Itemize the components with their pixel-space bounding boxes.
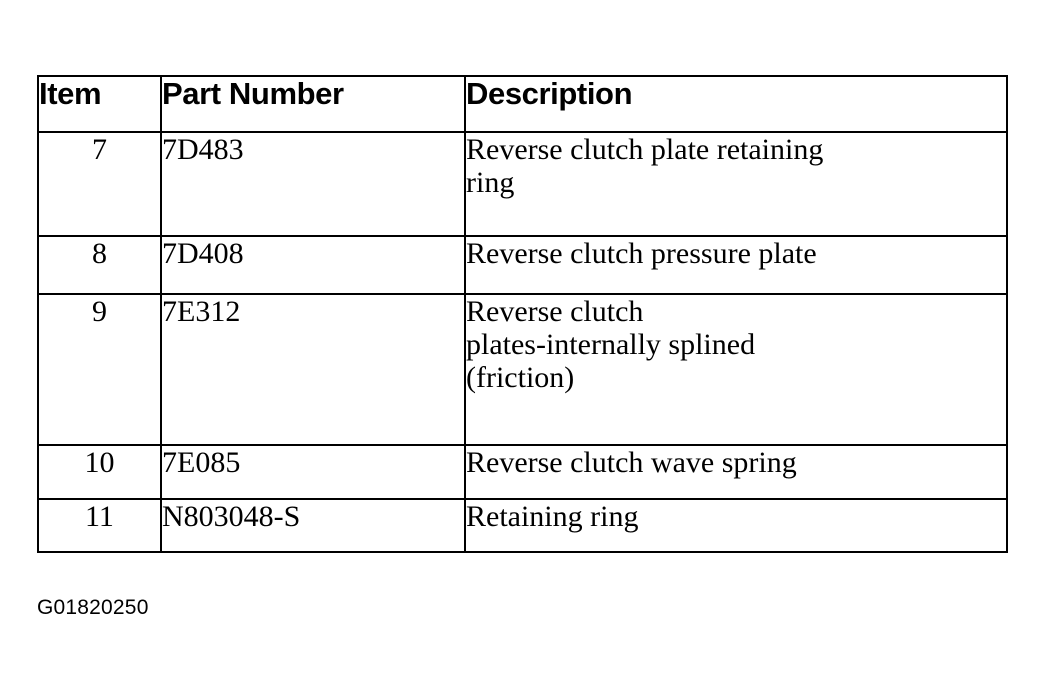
cell-description: Reverse clutch pressure plate — [464, 235, 1008, 295]
cell-item: 8 — [37, 235, 162, 295]
table-row: 8 7D408 Reverse clutch pressure plate — [37, 235, 1008, 295]
column-header-description: Description — [464, 75, 1008, 133]
table-row: 9 7E312 Reverse clutch plates-internally… — [37, 293, 1008, 446]
description-line: Reverse clutch plate retaining — [466, 133, 824, 166]
description-line: Reverse clutch pressure plate — [466, 237, 817, 270]
figure-caption: G01820250 — [37, 596, 149, 619]
cell-part-number: 7D408 — [160, 235, 466, 295]
parts-table: Item Part Number Description 7 7D483 Rev… — [37, 75, 1008, 553]
table-header: Item Part Number Description — [37, 75, 1008, 133]
description-line: Retaining ring — [466, 500, 639, 533]
cell-item: 7 — [37, 131, 162, 237]
description-line: Reverse clutch wave spring — [466, 446, 797, 479]
cell-description: Reverse clutch plate retaining ring — [464, 131, 1008, 237]
table-header-row: Item Part Number Description — [37, 75, 1008, 133]
description-line: ring — [466, 166, 515, 199]
cell-part-number: N803048-S — [160, 498, 466, 553]
cell-description: Retaining ring — [464, 498, 1008, 553]
cell-part-number: 7E085 — [160, 444, 466, 500]
column-header-part-number: Part Number — [160, 75, 466, 133]
table-row: 10 7E085 Reverse clutch wave spring — [37, 444, 1008, 500]
table-row: 11 N803048-S Retaining ring — [37, 498, 1008, 553]
cell-item: 11 — [37, 498, 162, 553]
cell-description: Reverse clutch wave spring — [464, 444, 1008, 500]
table-body: 7 7D483 Reverse clutch plate retaining r… — [37, 131, 1008, 553]
description-line: (friction) — [466, 361, 575, 394]
cell-part-number: 7D483 — [160, 131, 466, 237]
cell-part-number: 7E312 — [160, 293, 466, 446]
cell-description: Reverse clutch plates-internally splined… — [464, 293, 1008, 446]
cell-item: 9 — [37, 293, 162, 446]
cell-item: 10 — [37, 444, 162, 500]
column-header-item: Item — [37, 75, 162, 133]
description-line: plates-internally splined — [466, 328, 756, 361]
table-row: 7 7D483 Reverse clutch plate retaining r… — [37, 131, 1008, 237]
description-line: Reverse clutch — [466, 295, 644, 328]
